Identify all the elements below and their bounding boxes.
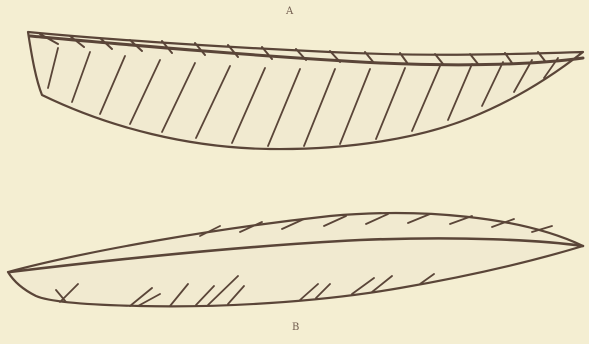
- feather-a-illustration: [28, 32, 583, 149]
- feather-b-illustration: [8, 213, 583, 306]
